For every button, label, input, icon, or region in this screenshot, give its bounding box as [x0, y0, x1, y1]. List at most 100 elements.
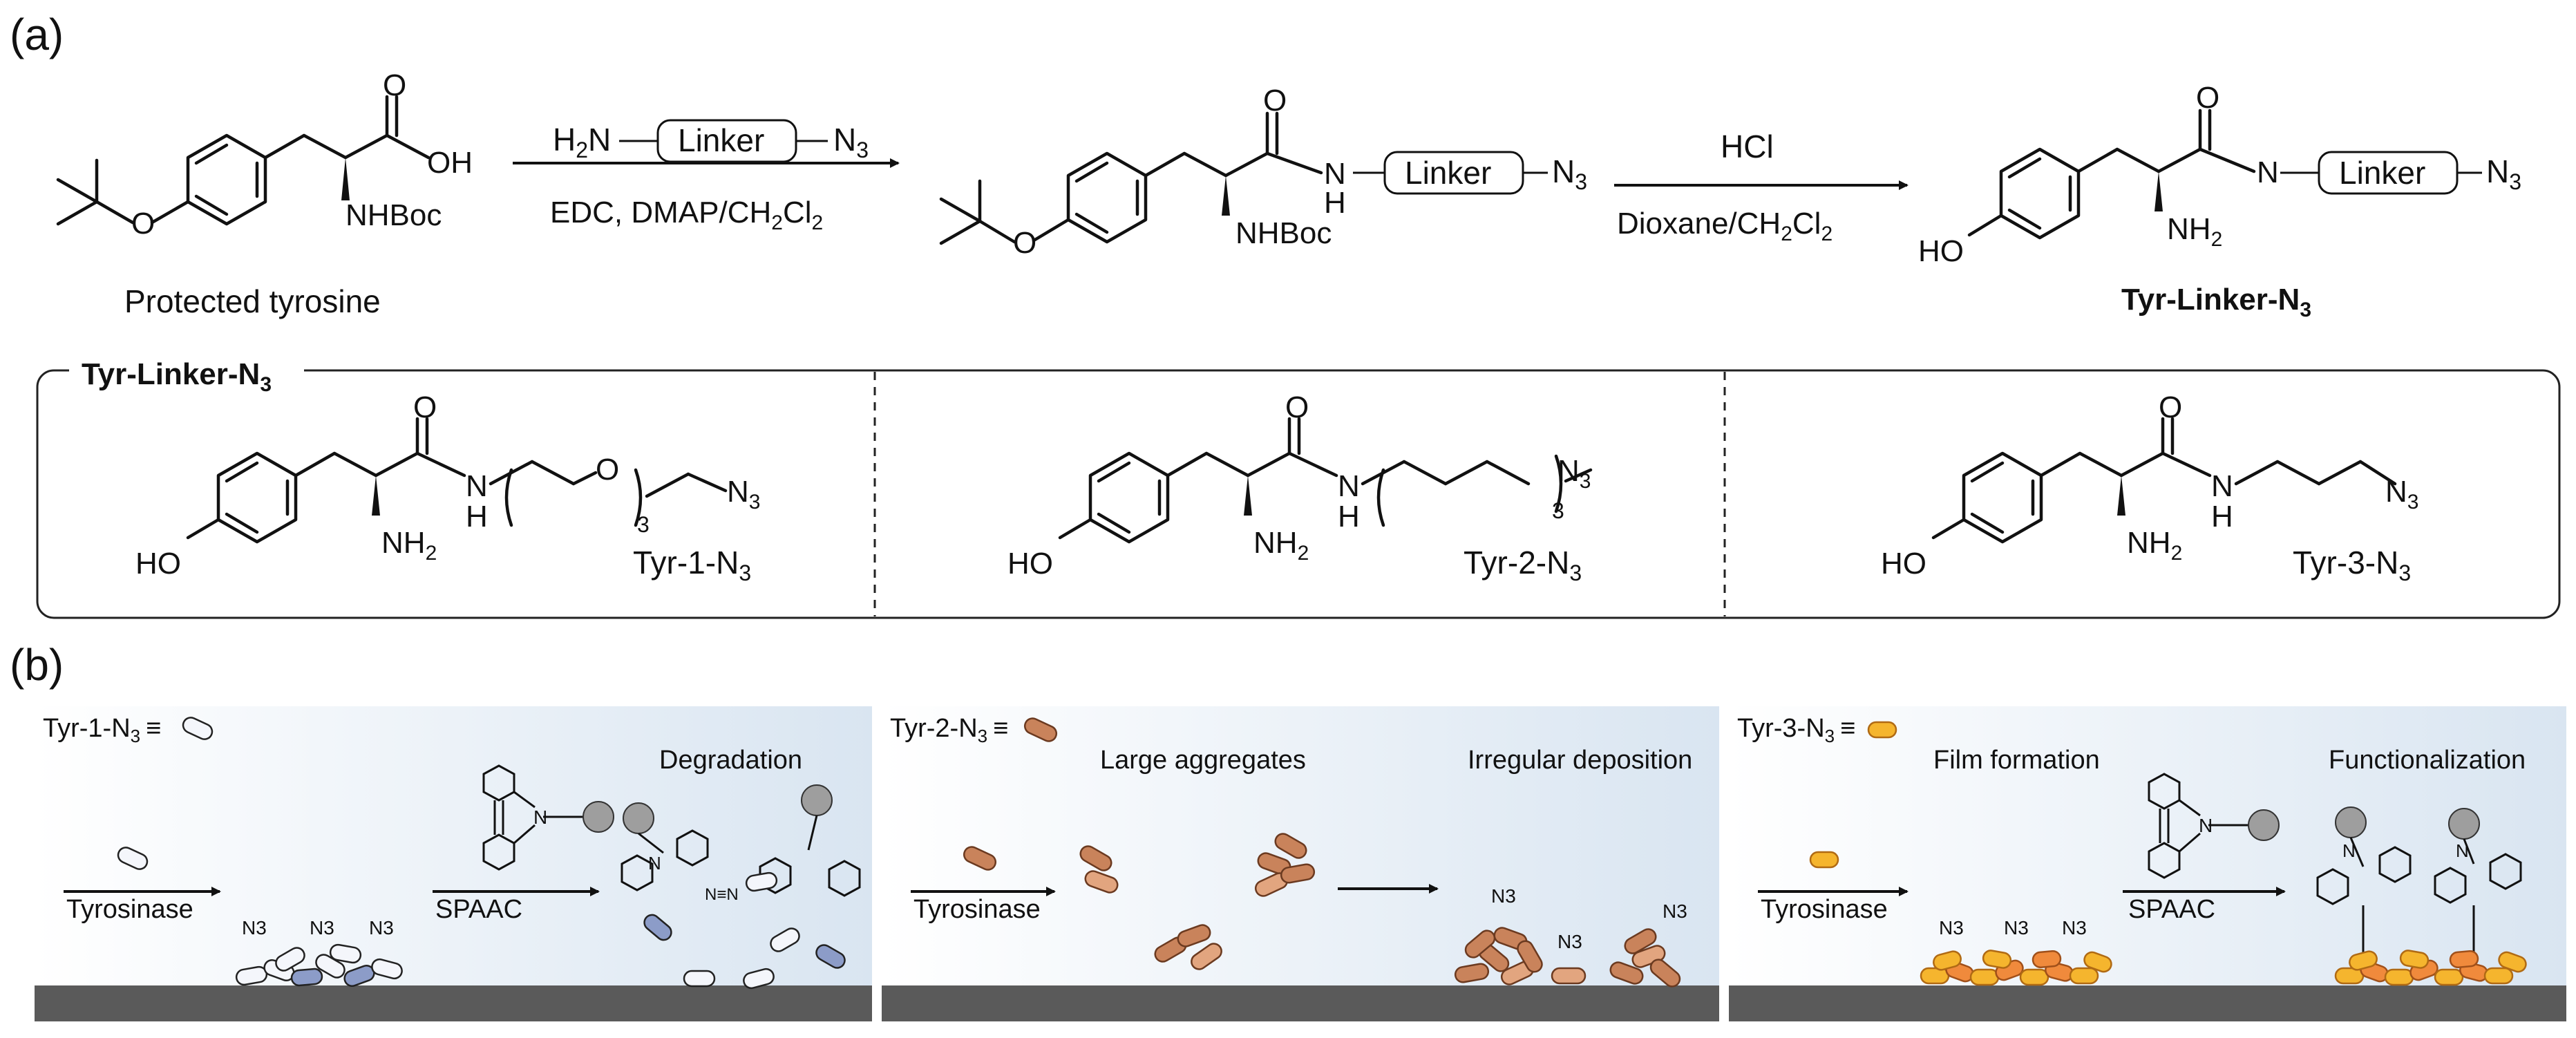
scene3-n3-1: N3: [1939, 917, 1964, 938]
step1-linker-label: Linker: [678, 122, 764, 158]
intermediate-carbonyl-o: O: [1263, 84, 1287, 117]
step1-conditions: EDC, DMAP/CH2Cl2: [550, 196, 823, 234]
scene1-surface: [35, 985, 872, 1021]
tyr2-ho: HO: [1007, 547, 1053, 581]
scene3-conjugates: [2316, 806, 2529, 986]
protected-tyrosine-structure: [56, 95, 430, 226]
protected-tyrosine-nhboc: NHBoc: [345, 198, 442, 232]
intermediate-linker-label: Linker: [1405, 155, 1491, 191]
step2-reagent: HCl: [1721, 129, 1774, 164]
scene1-legend: Tyr-1-N3≡: [43, 714, 161, 746]
tyr1-carbonyl-o: O: [413, 390, 437, 424]
scene3-background: [1729, 706, 2566, 985]
scene2-n3-1: N3: [1491, 885, 1516, 907]
scene1-triazole-n: N: [648, 853, 661, 874]
scene3-film-formation-label: Film formation: [1933, 746, 2100, 775]
tyr1-n: N: [466, 469, 488, 503]
product-linker-label: Linker: [2339, 155, 2425, 191]
product-structure: [1967, 108, 2482, 240]
compound-tyr1-structure: [186, 417, 728, 544]
compound-tyr3-structure: [1931, 417, 2397, 544]
intermediate-ether-o: O: [1013, 226, 1036, 260]
scene3-functionalization-label: Functionalization: [2329, 746, 2526, 775]
scene3-dbco-n: N: [2199, 815, 2213, 836]
product-nh2: NH2: [2167, 212, 2222, 251]
panel-b-label: (b): [10, 640, 64, 690]
linker-variants-box-title: Tyr-Linker-N3: [82, 357, 272, 396]
tyr3-h: H: [2211, 500, 2233, 534]
scene3-legend-capsule: [1867, 721, 1897, 739]
scene3-spaac-label: SPAAC: [2128, 895, 2215, 924]
scene2-n3-2: N3: [1557, 931, 1582, 952]
protected-tyrosine-oh: OH: [427, 146, 473, 180]
tyr3-name: Tyr-3-N3: [2293, 545, 2411, 585]
scene2-surface: [882, 985, 1719, 1021]
tyr2-carbonyl-o: O: [1285, 390, 1309, 424]
tyr1-n3: N3: [727, 475, 760, 513]
tyr2-repeat: 3: [1552, 498, 1564, 523]
scene1-tyrosinase-label: Tyrosinase: [66, 895, 193, 924]
scene1-background: [35, 706, 872, 985]
intermediate-n: N: [1324, 157, 1346, 191]
scene3-legend: Tyr-3-N3≡: [1737, 714, 1855, 746]
scene1-n3-2: N3: [310, 917, 334, 938]
scene3-monomer: [1809, 851, 1839, 869]
linker-variants-box: [36, 369, 2561, 619]
scene3-n3-3: N3: [2062, 917, 2087, 938]
product-n: N: [2257, 155, 2279, 189]
scene1-conjugates: [621, 784, 861, 991]
scene1-dbco-n: N: [533, 806, 547, 828]
tyr2-n: N: [1338, 469, 1360, 503]
tyr3-ho: HO: [1881, 547, 1926, 581]
scene3-surface: [1729, 985, 2566, 1021]
scene2-n3-3: N3: [1663, 900, 1687, 922]
intermediate-n3: N3: [1552, 153, 1587, 194]
tyr3-n3: N3: [2385, 475, 2418, 513]
scene1-degradation-label: Degradation: [659, 746, 802, 775]
scene2-tyrosinase-label: Tyrosinase: [913, 895, 1041, 924]
scene3-dbco-reagent: [2148, 773, 2280, 879]
product-carbonyl-o: O: [2196, 81, 2219, 115]
svg-text:N3: N3: [833, 122, 869, 162]
intermediate-structure: [939, 111, 1548, 245]
scene3-tyrosinase-label: Tyrosinase: [1761, 895, 1888, 924]
protected-tyrosine-name: Protected tyrosine: [124, 283, 381, 319]
tyr1-repeat: 3: [637, 512, 650, 537]
product-n3: N3: [2486, 153, 2521, 194]
scene2-large-aggregates-label: Large aggregates: [1100, 746, 1306, 775]
scene1-dbco-reagent: [482, 764, 614, 871]
tyr2-n3: N3: [1557, 454, 1591, 493]
scene3-conjugate-n-2: N: [2456, 840, 2469, 861]
scene3-conjugate-n-1: N: [2342, 840, 2356, 861]
scene3-n3-2: N3: [2004, 917, 2029, 938]
svg-text:H2N: H2N: [553, 122, 611, 162]
compound-tyr2-structure: [1058, 417, 1593, 544]
scene2-legend: Tyr-2-N3≡: [890, 714, 1008, 746]
protected-tyrosine-carbonyl-o: O: [383, 68, 406, 102]
tyr2-h: H: [1338, 500, 1360, 534]
product-name: Tyr-Linker-N3: [2121, 283, 2311, 321]
tyr3-carbonyl-o: O: [2159, 390, 2182, 424]
tyr3-n: N: [2211, 469, 2233, 503]
tyr1-h: H: [466, 500, 488, 534]
step1-reagent: H2N Linker N3: [553, 119, 869, 163]
tyr1-chain-o: O: [596, 453, 619, 487]
protected-tyrosine-ether-o: O: [131, 207, 155, 240]
scene2-irregular-deposition-label: Irregular deposition: [1468, 746, 1692, 775]
intermediate-h: H: [1324, 186, 1346, 220]
scene1-n3-3: N3: [369, 917, 394, 938]
tyr1-name: Tyr-1-N3: [633, 545, 751, 585]
step2-conditions: Dioxane/CH2Cl2: [1617, 207, 1832, 245]
tyr2-name: Tyr-2-N3: [1464, 545, 1582, 585]
panel-a-label: (a): [10, 10, 64, 59]
tyr1-ho: HO: [135, 547, 181, 581]
tyr2-nh2: NH2: [1253, 526, 1309, 565]
scene1-n3-1: N3: [242, 917, 267, 938]
tyr3-nh2: NH2: [2127, 526, 2182, 565]
intermediate-nhboc: NHBoc: [1235, 216, 1332, 250]
scene1-spaac-label: SPAAC: [435, 895, 522, 924]
tyr1-nh2: NH2: [381, 526, 437, 565]
product-ho: HO: [1918, 234, 1964, 268]
scene1-triazole-label: N≡N: [705, 885, 739, 904]
